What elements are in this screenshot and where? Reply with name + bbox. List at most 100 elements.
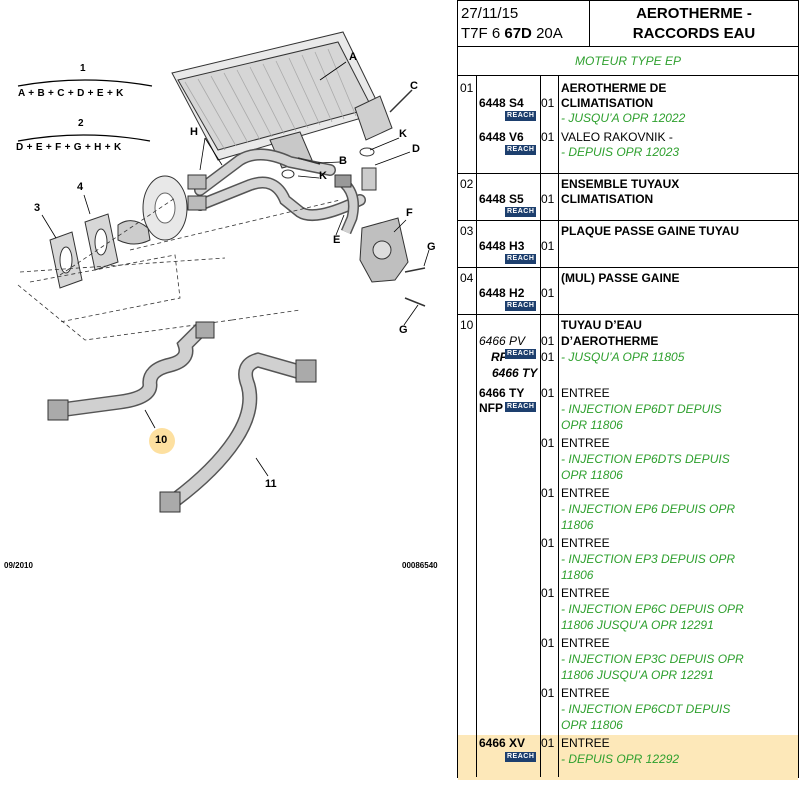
label-k-upper: K: [399, 128, 407, 140]
part-reference[interactable]: 6466 TY: [479, 386, 525, 400]
part-reference[interactable]: 6466 XV: [479, 736, 526, 750]
entry-label: ENTREE: [561, 386, 610, 400]
reach-badge: REACH: [505, 111, 537, 121]
hose-end-lower: [187, 195, 207, 211]
entry-condition: 11806 JUSQU’A OPR 12291: [561, 618, 714, 632]
section-number: 10: [460, 318, 474, 332]
part-reference-suffix: RP: [491, 350, 508, 364]
header-title-line1: AEROTHERME -: [636, 5, 752, 22]
quantity: 01: [541, 386, 555, 400]
reach-badge: REACH: [505, 752, 537, 762]
quantity: 01: [541, 636, 555, 650]
section-number: 03: [460, 224, 474, 238]
quantity: 01: [541, 586, 555, 600]
quantity: 01: [541, 436, 555, 450]
part-description: ENSEMBLE TUYAUX: [561, 177, 680, 191]
section-03: 03 6448 H3 REACH 01 PLAQUE PASSE GAINE T…: [458, 221, 798, 268]
diagram-date: 09/2010: [4, 561, 33, 570]
reach-badge: REACH: [505, 402, 537, 412]
part-description: VALEO RAKOVNIK -: [561, 130, 673, 144]
label-10: 10: [155, 434, 168, 446]
part-description: CLIMATISATION: [561, 96, 654, 110]
entry-condition: OPR 11806: [561, 418, 623, 432]
leader-lines: [17, 197, 341, 341]
part-reference[interactable]: 6448 H2: [479, 286, 525, 300]
quantity: 01: [541, 486, 555, 500]
label-11: 11: [265, 478, 277, 490]
heater-core-part: [171, 31, 393, 169]
part-description: (MUL) PASSE GAINE: [561, 271, 680, 285]
entry-condition: 11806: [561, 518, 594, 532]
formula-2-number: 2: [78, 118, 84, 129]
entry-condition: - INJECTION EP6C DEPUIS OPR: [561, 602, 744, 616]
reach-badge: REACH: [505, 254, 537, 264]
formula-2: D + E + F + G + H + K: [16, 142, 122, 153]
entry-condition: - INJECTION EP6CDT DEPUIS: [561, 702, 731, 716]
entry-condition: - INJECTION EP6DT DEPUIS: [561, 402, 722, 416]
quantity: 01: [541, 286, 555, 300]
entry-label: ENTREE: [561, 536, 610, 550]
label-3: 3: [34, 202, 41, 214]
seal-k-lower: [281, 169, 295, 179]
part-reference-alt: 6466 TY: [492, 366, 538, 380]
entry-condition: 11806 JUSQU’A OPR 12291: [561, 668, 714, 682]
entry-condition: - DEPUIS OPR 12292: [561, 752, 680, 766]
header-date: 27/11/15: [461, 5, 519, 22]
part-reference[interactable]: 6448 S4: [479, 96, 524, 110]
section-02: 02 6448 S5 REACH 01 ENSEMBLE TUYAUX CLIM…: [458, 174, 798, 221]
formula2-brace: [17, 134, 151, 142]
part-reference[interactable]: 6448 V6: [479, 130, 524, 144]
entry-label: ENTREE: [561, 486, 610, 500]
entry-condition: 11806: [561, 568, 594, 582]
callout-10-highlight: [149, 428, 175, 454]
entry-label: ENTREE: [561, 586, 610, 600]
seal-k-upper: [359, 147, 375, 157]
entry-label: ENTREE: [561, 686, 610, 700]
quantity: 01: [541, 96, 555, 110]
quantity: 01: [541, 239, 555, 253]
label-leaders: [41, 61, 430, 477]
label-4: 4: [77, 181, 84, 193]
entry-label: ENTREE: [561, 436, 610, 450]
part-description: AEROTHERME DE: [561, 81, 667, 95]
reach-badge: REACH: [505, 145, 537, 155]
part-description: TUYAU D’EAU: [561, 318, 642, 332]
part-description: PLAQUE PASSE GAINE TUYAU: [561, 224, 740, 238]
part-reference[interactable]: 6448 S5: [479, 192, 524, 206]
pipe-part-10: [52, 322, 208, 418]
header-title-line2: RACCORDS EAU: [632, 25, 756, 42]
part-reference[interactable]: 6466 PV: [479, 334, 526, 348]
entry-condition: OPR 11806: [561, 468, 623, 482]
label-d: D: [412, 143, 420, 155]
part-condition: - DEPUIS OPR 12023: [561, 145, 680, 159]
screw-c: [389, 89, 413, 113]
quantity: 01: [541, 192, 555, 206]
reach-badge: REACH: [505, 207, 537, 217]
section-10: 10 6466 PV RP REACH 6466 TY 01 01 TUYAU …: [458, 315, 798, 780]
label-g-lower: G: [399, 324, 408, 336]
label-g-upper: G: [427, 241, 436, 253]
screw-b: [297, 157, 321, 165]
formula1-brace: [17, 79, 153, 87]
entry-label: ENTREE: [561, 736, 610, 750]
quantity: 01: [541, 686, 555, 700]
label-a: A: [349, 51, 357, 63]
quantity: 01: [541, 736, 555, 750]
exploded-diagram: 1 A + B + C + D + E + K 2 D + E + F + G …: [4, 31, 438, 570]
part-reference[interactable]: 6448 H3: [479, 239, 525, 253]
engine-type: MOTEUR TYPE EP: [458, 47, 798, 76]
label-b: B: [339, 155, 347, 167]
label-k-lower: K: [319, 170, 327, 182]
hose-set-h: [194, 148, 366, 222]
hose-end-upper: [187, 174, 207, 190]
formula-1: A + B + C + D + E + K: [18, 88, 124, 99]
connector-d: [361, 167, 377, 191]
diagram-reference: 00086540: [402, 561, 438, 570]
section-number: 01: [460, 81, 474, 95]
quantity: 01: [541, 350, 555, 364]
part-reference-suffix: NFP: [479, 401, 503, 415]
section-01: 01 6448 S4 REACH 01 AEROTHERME DE CLIMAT…: [458, 76, 798, 174]
quantity: 01: [541, 130, 555, 144]
header-title: AEROTHERME - RACCORDS EAU: [590, 1, 798, 46]
header-code-suffix: 20A: [536, 25, 563, 42]
